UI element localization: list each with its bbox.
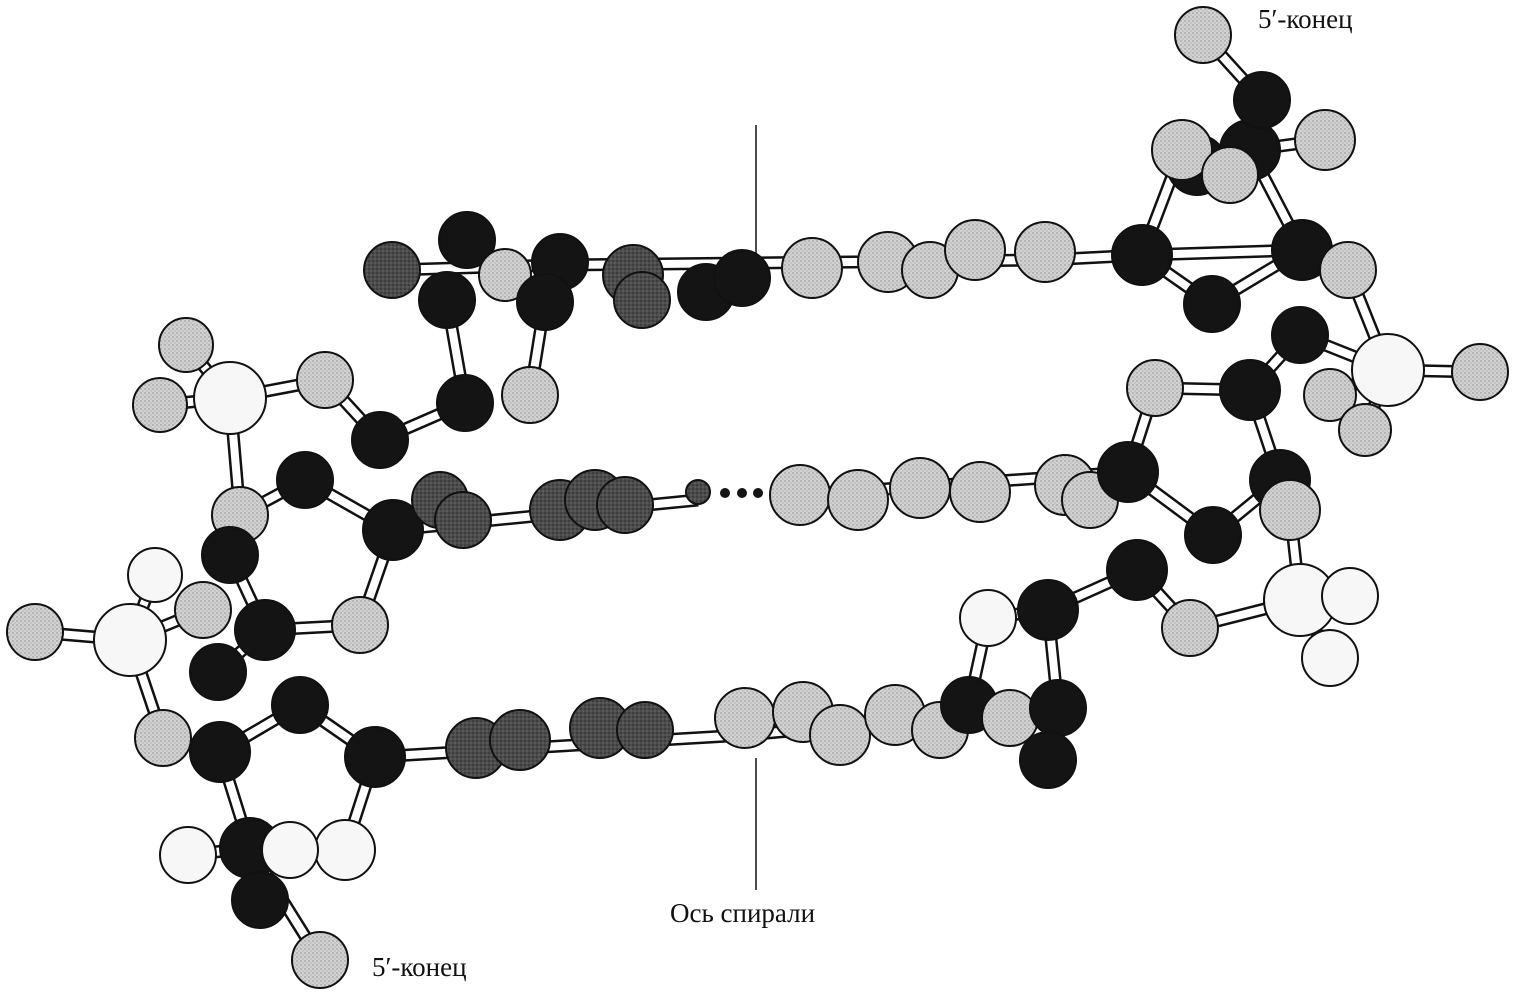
atom (944, 219, 1006, 281)
atom (501, 366, 559, 424)
atom (1097, 441, 1159, 503)
atom (158, 317, 214, 373)
atom (489, 709, 551, 771)
atom (781, 237, 843, 299)
atom (418, 271, 476, 329)
atom (1126, 359, 1184, 417)
atom (1259, 479, 1321, 541)
atom (201, 526, 259, 584)
atom (714, 687, 776, 749)
atom (1233, 71, 1291, 129)
atom (1019, 731, 1077, 789)
atom (344, 726, 406, 788)
atom (713, 249, 771, 307)
atom (159, 826, 217, 884)
atom (1451, 343, 1509, 401)
atom (134, 709, 192, 767)
atom (1151, 119, 1213, 181)
atom (1319, 241, 1377, 299)
atom (331, 596, 389, 654)
atom (276, 451, 334, 509)
atom (1184, 506, 1242, 564)
atom (93, 603, 167, 677)
atom (959, 589, 1017, 647)
atoms (6, 6, 1509, 989)
atom (1183, 275, 1241, 333)
atom (1017, 579, 1079, 641)
atom (231, 871, 289, 929)
atom (1029, 679, 1087, 737)
atom (234, 599, 296, 661)
atom (516, 273, 574, 331)
atom (189, 643, 247, 701)
atom (1338, 403, 1392, 457)
atom (351, 411, 409, 469)
atom (1219, 359, 1281, 421)
hbond-dot (753, 488, 763, 498)
atom (174, 581, 232, 639)
atom (889, 457, 951, 519)
atom (436, 374, 494, 432)
atom (362, 499, 424, 561)
atom (1111, 224, 1173, 286)
atom (193, 361, 267, 435)
atom (827, 469, 889, 531)
bond (374, 731, 746, 761)
atom (291, 931, 349, 989)
atom (685, 479, 711, 505)
atom (616, 701, 674, 759)
atom (271, 676, 329, 734)
atom (438, 211, 496, 269)
hbond-dot (737, 488, 747, 498)
hbond-dot (720, 488, 730, 498)
atom (314, 819, 376, 881)
atom (478, 248, 532, 302)
five-prime-end-label-top: 5′-конец (1258, 4, 1353, 34)
atom (949, 461, 1011, 523)
five-prime-end-label-bottom: 5′-конец (372, 952, 467, 982)
atom (261, 821, 319, 879)
atom (1161, 599, 1219, 657)
atom (613, 271, 671, 329)
atom (1351, 333, 1425, 407)
atom (434, 491, 492, 549)
atom (769, 464, 831, 526)
helix-axis-label: Ось спирали (670, 898, 816, 928)
atom (596, 476, 654, 534)
atom (1294, 109, 1356, 171)
atom (296, 351, 354, 409)
atom (1201, 146, 1259, 204)
atom (1106, 539, 1168, 601)
atom (1014, 221, 1076, 283)
atom (1174, 6, 1232, 64)
atom (127, 547, 183, 603)
atom (1303, 368, 1357, 422)
atom (1301, 629, 1359, 687)
hydrogen-bond-dots (720, 488, 763, 498)
atom (809, 704, 871, 766)
atom (363, 241, 421, 299)
atom (1321, 567, 1379, 625)
atom (132, 377, 188, 433)
atom (189, 721, 251, 783)
atom (1271, 306, 1329, 364)
atom (6, 603, 64, 661)
